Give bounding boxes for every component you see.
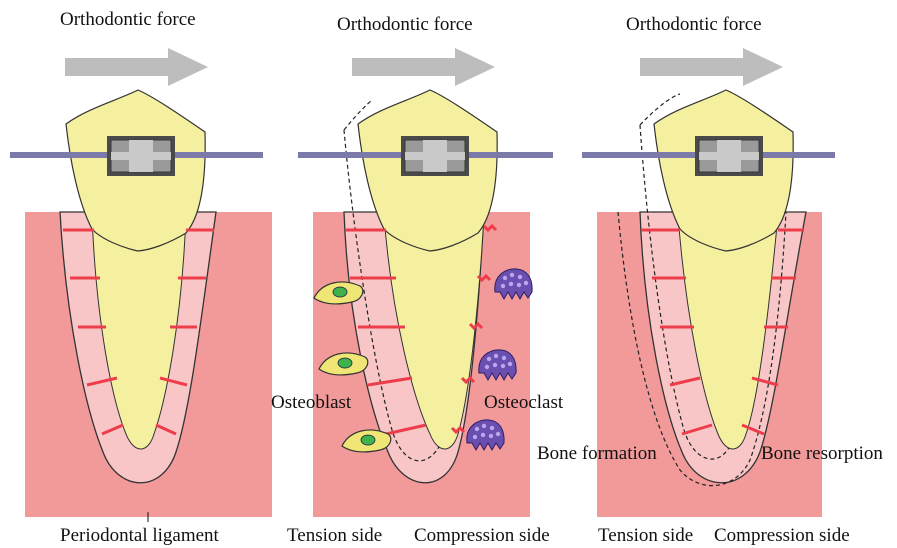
bracket bbox=[107, 136, 175, 176]
force-label-3: Orthodontic force bbox=[626, 15, 762, 34]
bracket bbox=[401, 136, 469, 176]
periodontal-ligament-label: Periodontal ligament bbox=[60, 526, 219, 545]
bracket bbox=[695, 136, 763, 176]
tension-side-label-2: Tension side bbox=[287, 526, 382, 545]
osteoblast-label: Osteoblast bbox=[271, 393, 351, 412]
force-arrow bbox=[640, 48, 783, 86]
force-arrow bbox=[352, 48, 495, 86]
osteoclast-label: Osteoclast bbox=[484, 393, 563, 412]
bone-resorption-label: Bone resorption bbox=[761, 444, 883, 463]
tension-side-label-3: Tension side bbox=[598, 526, 693, 545]
force-label-2: Orthodontic force bbox=[337, 15, 473, 34]
force-arrow bbox=[65, 48, 208, 86]
bone-formation-label: Bone formation bbox=[537, 444, 657, 463]
compression-side-label-3: Compression side bbox=[714, 526, 850, 545]
force-label-1: Orthodontic force bbox=[60, 10, 196, 29]
panel-2 bbox=[298, 48, 553, 517]
panel-1 bbox=[10, 48, 272, 517]
compression-side-label-2: Compression side bbox=[414, 526, 550, 545]
